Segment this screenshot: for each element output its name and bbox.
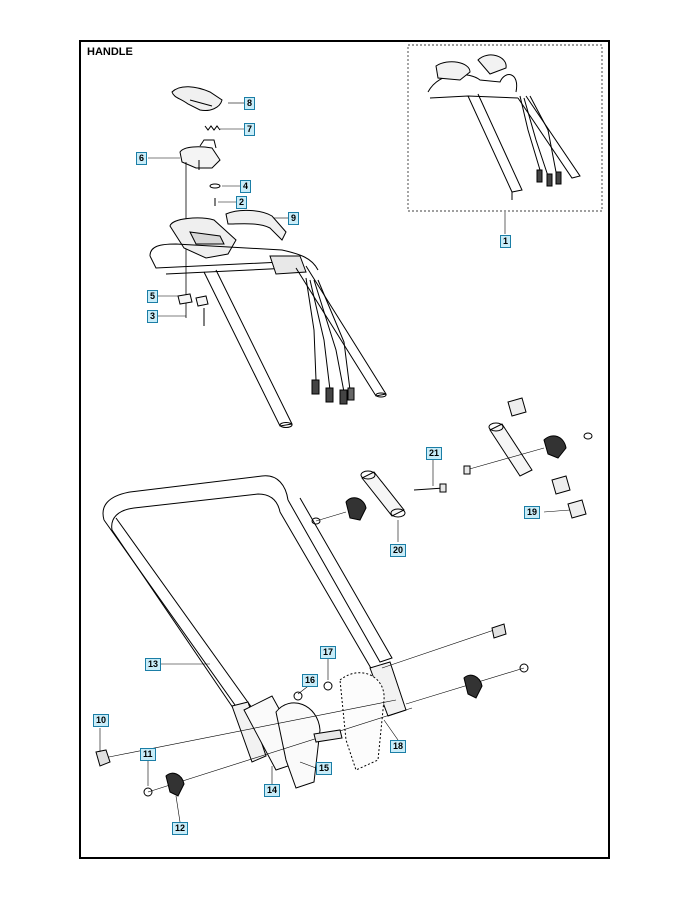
drawing-frame [79,40,610,859]
callout-15: 15 [316,762,333,775]
callout-18: 18 [390,740,407,753]
callout-5: 5 [147,290,159,303]
callout-9: 9 [288,212,300,225]
callout-6: 6 [136,152,148,165]
callout-4: 4 [240,180,252,193]
callout-19: 19 [524,506,541,519]
callout-17: 17 [320,646,337,659]
callout-13: 13 [145,658,162,671]
callout-7: 7 [244,123,256,136]
callout-20: 20 [390,544,407,557]
callout-8: 8 [244,97,256,110]
callout-12: 12 [172,822,189,835]
callout-2: 2 [236,196,248,209]
callout-1: 1 [500,235,512,248]
callout-16: 16 [302,674,319,687]
upper-handle-group [149,86,387,428]
callout-11: 11 [140,748,156,761]
callout-21: 21 [426,447,443,460]
callout-3: 3 [147,310,159,323]
callout-10: 10 [93,714,110,727]
leader-lines [99,102,571,823]
lower-handle-group [95,475,529,797]
callout-14: 14 [264,784,281,797]
assembled-handle-inset [407,44,603,212]
adjuster-group [311,397,593,525]
diagram-title: HANDLE [87,46,133,58]
